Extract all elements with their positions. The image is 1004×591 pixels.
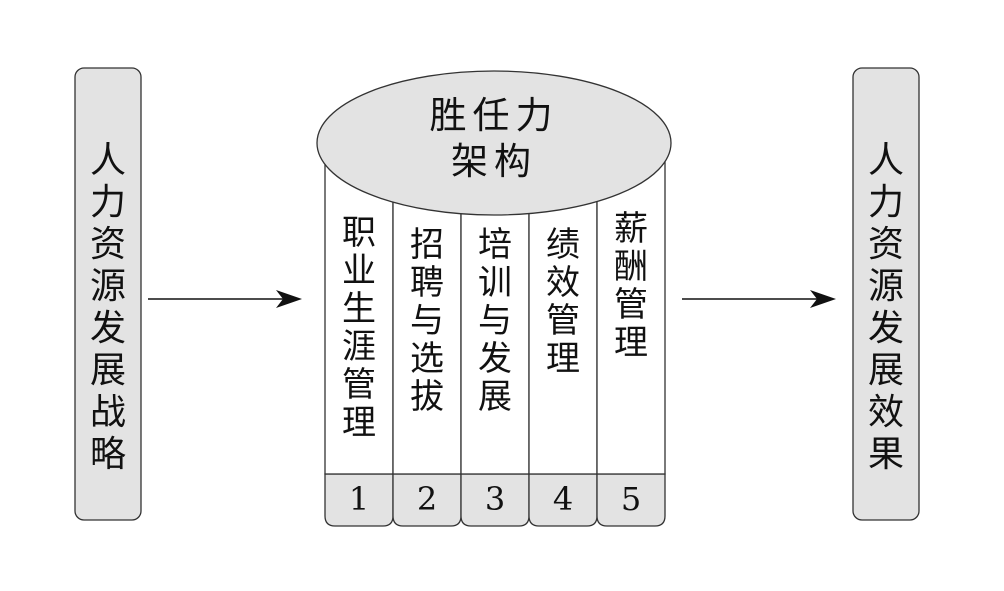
outcome-label-char: 人	[868, 140, 904, 181]
pillar-label-char: 效	[546, 263, 580, 303]
pillar-number-cell	[596, 473, 666, 527]
pillar-label-char: 理	[614, 323, 648, 363]
pillar-number: 1	[349, 480, 369, 518]
pillar-label-char: 展	[478, 377, 512, 417]
outcome-label-char: 资	[868, 224, 904, 265]
outcome-label-char: 果	[868, 434, 904, 475]
pillar-label-char: 管	[614, 285, 648, 325]
core-ellipse-group: 胜任力 架构	[316, 70, 672, 216]
strategy-label-char: 发	[90, 308, 126, 349]
pillar-label-char: 管	[342, 365, 376, 405]
pillar-label-char: 管	[546, 301, 580, 341]
pillar-label-char: 生	[342, 289, 376, 329]
pillar-label-char: 与	[410, 301, 444, 341]
arrow-to-outcome	[682, 290, 836, 308]
pillar-label-char: 理	[342, 403, 376, 443]
pillar-label-char: 与	[478, 301, 512, 341]
strategy-label-char: 资	[90, 224, 126, 265]
pillar-number: 5	[621, 480, 641, 518]
core-title-line1: 胜任力	[430, 94, 559, 137]
outcome-label-char: 力	[868, 182, 904, 223]
pillar-label-char: 职	[342, 213, 376, 253]
pillar-label-char: 薪	[614, 209, 648, 249]
pillar-number: 2	[417, 480, 437, 518]
strategy-label-char: 人	[90, 140, 126, 181]
strategy-box-frame	[74, 67, 142, 521]
strategy-label-char: 展	[90, 350, 126, 391]
pillar-label-char: 业	[342, 251, 376, 291]
pillar-label-char: 酬	[614, 247, 648, 287]
strategy-label-char: 战	[90, 392, 126, 433]
pillar-label-char: 涯	[342, 327, 376, 367]
pillar-label-char: 理	[546, 339, 580, 379]
core-ellipse	[316, 70, 672, 216]
pillar-label-char: 招	[410, 225, 444, 265]
outcome-label-char: 发	[868, 308, 904, 349]
arrowhead-icon	[276, 290, 302, 308]
strategy-label-char: 源	[90, 266, 126, 307]
pillar-label-char: 发	[478, 339, 512, 379]
core-title-line2: 架构	[451, 140, 537, 183]
outcome-box-frame	[852, 67, 920, 521]
pillar-body	[596, 149, 666, 475]
pillar-number: 4	[553, 480, 573, 518]
outcome-label-char: 效	[868, 392, 904, 433]
outcome-label-char: 源	[868, 266, 904, 307]
pillar-number: 3	[485, 480, 505, 518]
pillar-label-char: 聘	[410, 263, 444, 303]
pillar-label-char: 绩	[546, 225, 580, 265]
strategy-label-char: 略	[90, 434, 126, 475]
pillar-label-char: 训	[478, 263, 512, 303]
strategy-label-char: 力	[90, 182, 126, 223]
arrowhead-icon	[810, 290, 836, 308]
pillar-label-char: 培	[478, 225, 512, 265]
pillar-label-char: 拔	[410, 377, 444, 417]
pillar-label-char: 选	[410, 339, 444, 379]
arrow-to-core	[148, 290, 302, 308]
outcome-label-char: 展	[868, 350, 904, 391]
